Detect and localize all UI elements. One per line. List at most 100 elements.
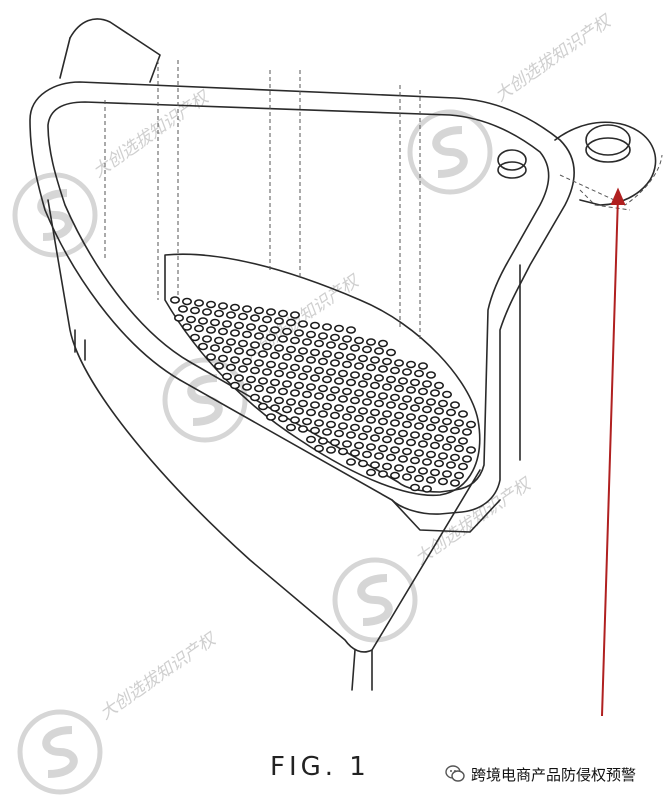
drain-hole <box>273 317 284 325</box>
drain-hole <box>305 408 316 417</box>
drain-hole <box>349 423 360 432</box>
drain-hole <box>337 422 348 430</box>
drain-hole <box>357 407 368 415</box>
drain-hole <box>337 342 348 351</box>
drain-hole <box>250 393 261 402</box>
drain-hole <box>194 299 205 307</box>
drain-hole <box>234 347 245 355</box>
basket-floor-outline <box>164 253 481 497</box>
watermark-logo <box>332 557 418 643</box>
drain-hole <box>321 428 332 436</box>
drain-hole <box>369 461 380 469</box>
drain-hole <box>461 428 472 436</box>
drain-hole <box>437 452 448 460</box>
drain-hole <box>393 437 404 445</box>
drain-hole <box>333 351 344 360</box>
drain-hole <box>277 414 288 423</box>
drain-hole <box>385 348 396 357</box>
watermark-text: 大创选拔知识产权 <box>89 86 214 182</box>
drain-hole <box>341 440 352 448</box>
drain-hole <box>389 446 400 454</box>
drain-hole <box>337 369 348 378</box>
drain-hole <box>226 363 237 372</box>
drain-hole <box>365 468 376 477</box>
drain-hole <box>186 315 197 324</box>
drain-hole <box>309 348 320 357</box>
drain-hole <box>218 327 229 336</box>
drain-hole <box>389 471 400 480</box>
drain-hole <box>445 408 456 417</box>
drain-hole <box>329 359 340 367</box>
drain-hole <box>445 461 456 469</box>
drain-hole <box>445 435 456 444</box>
drain-hole <box>365 390 376 399</box>
drain-hole <box>261 315 272 324</box>
drain-hole <box>381 410 392 418</box>
drain-hole <box>333 404 344 412</box>
drain-hole <box>353 414 364 423</box>
drain-hole <box>285 318 296 327</box>
drain-hole <box>429 416 440 424</box>
drain-hole <box>246 375 257 384</box>
drain-hole <box>313 419 324 427</box>
drain-hole <box>373 399 384 408</box>
drain-hole <box>285 371 296 379</box>
watermark-logo <box>17 709 103 795</box>
drain-hole <box>441 470 452 478</box>
drain-hole <box>317 410 328 418</box>
drain-hole <box>333 324 344 333</box>
drain-hole <box>437 477 448 486</box>
drain-hole <box>393 359 404 367</box>
drain-hole <box>401 395 412 403</box>
watermark-logo <box>162 357 248 443</box>
drain-hole <box>369 356 380 364</box>
drain-hole <box>409 456 420 465</box>
drain-hole <box>349 396 360 405</box>
drain-hole <box>226 338 237 346</box>
drain-hole <box>218 302 229 310</box>
drain-hole <box>277 309 288 318</box>
drain-hole <box>405 438 416 447</box>
drain-hole <box>257 324 268 333</box>
drain-hole <box>277 362 288 370</box>
drain-hole <box>365 363 376 372</box>
drain-hole <box>289 311 300 319</box>
drain-hole <box>190 333 201 342</box>
drain-hole <box>397 402 408 411</box>
drain-hole <box>337 395 348 403</box>
drain-hole <box>349 449 360 457</box>
drain-hole <box>381 357 392 366</box>
drain-hole <box>341 335 352 343</box>
drain-hole <box>357 432 368 441</box>
drain-hole <box>377 365 388 373</box>
drain-hole <box>222 320 233 328</box>
drain-hole <box>457 462 468 471</box>
drain-hole <box>305 435 316 444</box>
drain-hole <box>465 420 476 429</box>
indicator-arrow <box>601 187 626 717</box>
drain-hole <box>218 354 229 363</box>
drain-hole <box>369 408 380 417</box>
drain-hole <box>202 308 213 316</box>
drain-hole <box>313 366 324 375</box>
drain-hole <box>317 332 328 340</box>
drain-hole <box>305 356 316 364</box>
drain-hole <box>317 384 328 393</box>
drain-hole <box>230 329 241 337</box>
drain-hole <box>405 360 416 369</box>
drain-hole <box>377 392 388 400</box>
drain-hole <box>234 374 245 382</box>
drain-hole <box>341 387 352 396</box>
drain-hole <box>238 339 249 348</box>
drain-hole <box>385 401 396 409</box>
drain-hole <box>429 468 440 477</box>
drain-hole <box>345 326 356 334</box>
drain-hole <box>277 335 288 343</box>
figure-caption: FIG. 1 <box>270 752 370 782</box>
drain-hole <box>254 306 265 315</box>
drain-hole <box>393 384 404 393</box>
strainer-body <box>29 18 657 691</box>
drain-hole <box>198 342 209 351</box>
